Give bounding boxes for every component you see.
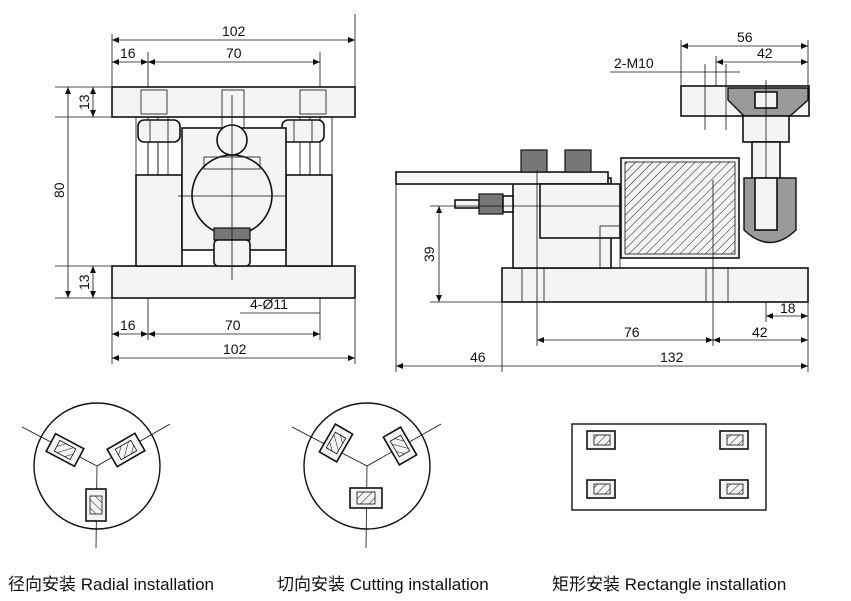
front-nuts — [137, 89, 327, 143]
dim-side-right-span: 42 — [752, 324, 768, 340]
dim-front-top-total: 102 — [222, 23, 246, 39]
radial-layout — [21, 402, 171, 549]
dim-side-thread: 2-M10 — [614, 55, 654, 71]
rectangle-layout — [571, 423, 767, 511]
caption-cutting: 切向安装 Cutting installation — [277, 570, 489, 595]
front-center-sensor — [178, 89, 287, 280]
dim-front-bottom-plate: 13 — [76, 274, 92, 290]
dim-side-left-offset: 46 — [470, 349, 486, 365]
dim-side-height: 39 — [421, 246, 437, 262]
dim-front-height: 80 — [51, 182, 67, 198]
side-dimensions: 56 42 2-M10 39 18 76 42 — [395, 29, 809, 372]
front-top-plate — [111, 86, 356, 118]
dim-front-top-center: 70 — [226, 45, 242, 61]
rect-sensor-3 — [586, 479, 616, 499]
cutting-layout — [291, 402, 442, 549]
side-view: 56 42 2-M10 39 18 76 42 — [395, 29, 810, 372]
radial-sensor-3 — [85, 488, 107, 522]
caption-rectangle-cn: 矩形安装 — [552, 575, 620, 594]
dim-side-top-total: 56 — [737, 29, 753, 45]
caption-cutting-en: Cutting installation — [349, 575, 489, 594]
side-beam — [395, 171, 609, 185]
radial-sensor-2 — [106, 432, 146, 468]
rect-sensor-1 — [586, 430, 616, 450]
front-view: 102 16 70 13 80 13 4-Ø11 16 — [51, 14, 356, 364]
dim-side-total-length: 132 — [660, 349, 684, 365]
caption-rectangle-en: Rectangle installation — [624, 575, 787, 594]
dim-front-bottom-center: 70 — [225, 317, 241, 333]
side-cable-gland — [454, 193, 514, 215]
side-bolts — [520, 149, 592, 173]
dim-front-top-left: 16 — [120, 45, 136, 61]
side-base-plate — [501, 267, 809, 303]
dim-front-top-plate: 13 — [76, 94, 92, 110]
caption-radial: 径向安装 Radial installation — [8, 570, 214, 595]
dim-front-bottom-left: 16 — [120, 317, 136, 333]
radial-sensor-1 — [45, 432, 85, 468]
dim-side-right-offset: 18 — [780, 300, 796, 316]
cutting-sensor-3 — [349, 487, 383, 509]
dim-front-bottom-total: 102 — [223, 341, 247, 357]
caption-radial-cn: 径向安装 — [8, 575, 76, 594]
cutting-sensor-1 — [318, 423, 354, 463]
caption-rectangle: 矩形安装 Rectangle installation — [552, 570, 786, 595]
dim-side-top-inner: 42 — [757, 45, 773, 61]
front-dimensions: 102 16 70 13 80 13 4-Ø11 16 — [51, 14, 356, 364]
dim-front-holes: 4-Ø11 — [250, 296, 288, 312]
front-columns — [135, 116, 333, 267]
side-pin-assembly — [680, 80, 810, 244]
rect-sensor-4 — [719, 479, 749, 499]
rect-sensor-2 — [719, 430, 749, 450]
caption-cutting-cn: 切向安装 — [277, 575, 345, 594]
cutting-sensor-2 — [382, 426, 418, 466]
front-bottom-plate — [111, 265, 356, 299]
caption-radial-en: Radial installation — [80, 575, 214, 594]
dim-side-center-span: 76 — [624, 324, 640, 340]
